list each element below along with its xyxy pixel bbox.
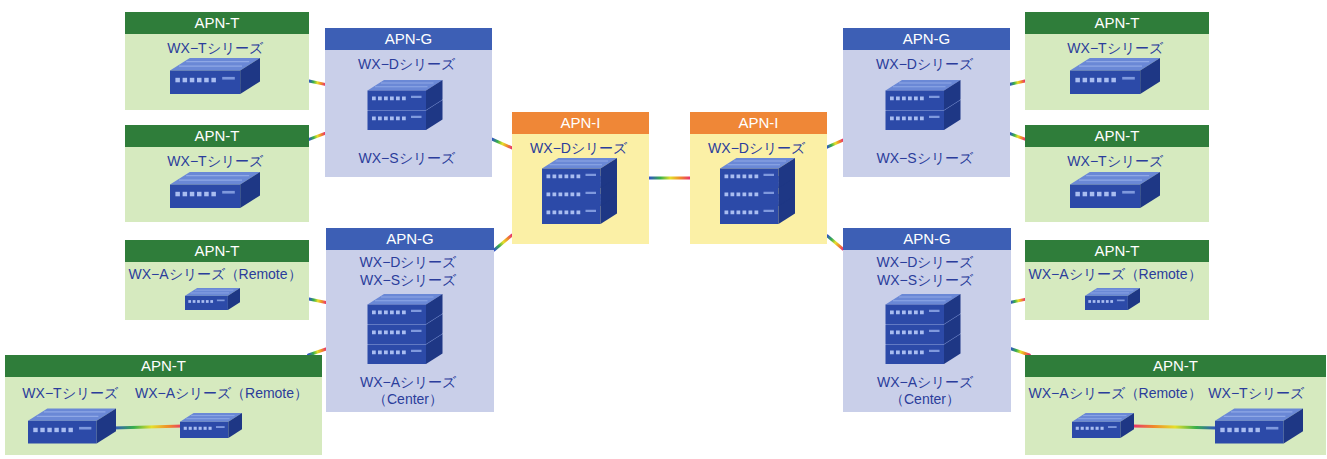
device-label: WX−Dシリーズ bbox=[512, 140, 645, 157]
apn-group-box: APN-T WX−Aシリーズ（Remote） bbox=[125, 240, 309, 320]
apn-group-box: APN-T WX−TシリーズWX−Aシリーズ（Remote） bbox=[5, 355, 322, 455]
apn-group-box: APN-T WX−Aシリーズ（Remote）WX−Tシリーズ bbox=[1025, 355, 1326, 455]
apn-group-box: APN-T WX−Tシリーズ bbox=[125, 125, 309, 222]
device-label: WX−Aシリーズ（Remote） bbox=[1025, 385, 1205, 402]
network-link bbox=[1010, 81, 1025, 84]
device-label: WX−Dシリーズ bbox=[325, 56, 488, 73]
network-link bbox=[1011, 299, 1025, 302]
network-link bbox=[494, 235, 512, 250]
apn-group-box: APN-G WX−DシリーズWX−Sシリーズ WX−Aシリーズ （Center） bbox=[843, 228, 1011, 412]
group-header: APN-G bbox=[843, 28, 1010, 50]
device-label: WX−Sシリーズ bbox=[843, 150, 1006, 167]
network-link bbox=[309, 299, 326, 303]
apn-group-box: APN-G WX−Dシリーズ WX−Sシリーズ bbox=[843, 28, 1010, 177]
group-header: APN-T bbox=[125, 125, 309, 147]
apn-group-box: APN-I WX−Dシリーズ bbox=[690, 112, 827, 244]
device-label: WX−Tシリーズ bbox=[1025, 40, 1205, 57]
apn-group-box: APN-G WX−DシリーズWX−Sシリーズ WX−Aシリーズ （Center） bbox=[326, 228, 494, 412]
network-link bbox=[309, 133, 325, 139]
group-header: APN-T bbox=[125, 12, 309, 34]
group-header: APN-I bbox=[690, 112, 827, 134]
apn-group-box: APN-T WX−Aシリーズ（Remote） bbox=[1025, 240, 1209, 320]
apn-group-box: APN-I WX−Dシリーズ bbox=[512, 112, 649, 244]
device-label: WX−Aシリーズ（Remote） bbox=[125, 266, 305, 283]
group-header: APN-G bbox=[843, 228, 1011, 250]
group-header: APN-T bbox=[1025, 12, 1209, 34]
network-link bbox=[827, 140, 843, 147]
group-header: APN-T bbox=[1025, 240, 1209, 262]
device-label: WX−Aシリーズ （Center） bbox=[865, 374, 985, 408]
group-header: APN-G bbox=[325, 28, 492, 50]
device-label: WX−Dシリーズ bbox=[843, 254, 1007, 271]
device-label: WX−Aシリーズ （Center） bbox=[348, 374, 468, 408]
group-header: APN-G bbox=[326, 228, 494, 250]
device-label: WX−Sシリーズ bbox=[325, 150, 488, 167]
group-header: APN-T bbox=[1025, 355, 1326, 377]
device-label: WX−Dシリーズ bbox=[690, 140, 823, 157]
device-label: WX−Aシリーズ（Remote） bbox=[125, 385, 318, 402]
network-link bbox=[492, 139, 512, 148]
network-link bbox=[827, 236, 843, 249]
device-label: WX−Tシリーズ bbox=[125, 153, 305, 170]
network-link bbox=[1010, 134, 1025, 140]
group-header: APN-T bbox=[1025, 125, 1209, 147]
apn-group-box: APN-T WX−Tシリーズ bbox=[1025, 125, 1209, 222]
device-label: WX−Sシリーズ bbox=[843, 272, 1007, 289]
device-label: WX−Tシリーズ bbox=[1025, 153, 1205, 170]
group-header: APN-T bbox=[5, 355, 322, 377]
group-header: APN-I bbox=[512, 112, 649, 134]
network-link bbox=[649, 177, 690, 180]
apn-group-box: APN-T WX−Tシリーズ bbox=[125, 12, 309, 110]
device-label: WX−Sシリーズ bbox=[326, 272, 490, 289]
apn-group-box: APN-G WX−Dシリーズ WX−Sシリーズ bbox=[325, 28, 492, 177]
device-label: WX−Tシリーズ bbox=[1190, 385, 1322, 402]
device-label: WX−Tシリーズ bbox=[5, 385, 135, 402]
network-link bbox=[309, 81, 325, 84]
apn-group-box: APN-T WX−Tシリーズ bbox=[1025, 12, 1209, 110]
device-label: WX−Tシリーズ bbox=[125, 40, 305, 57]
device-label: WX−Dシリーズ bbox=[843, 56, 1006, 73]
group-header: APN-T bbox=[125, 240, 309, 262]
device-label: WX−Dシリーズ bbox=[326, 254, 490, 271]
device-label: WX−Aシリーズ（Remote） bbox=[1025, 266, 1205, 283]
